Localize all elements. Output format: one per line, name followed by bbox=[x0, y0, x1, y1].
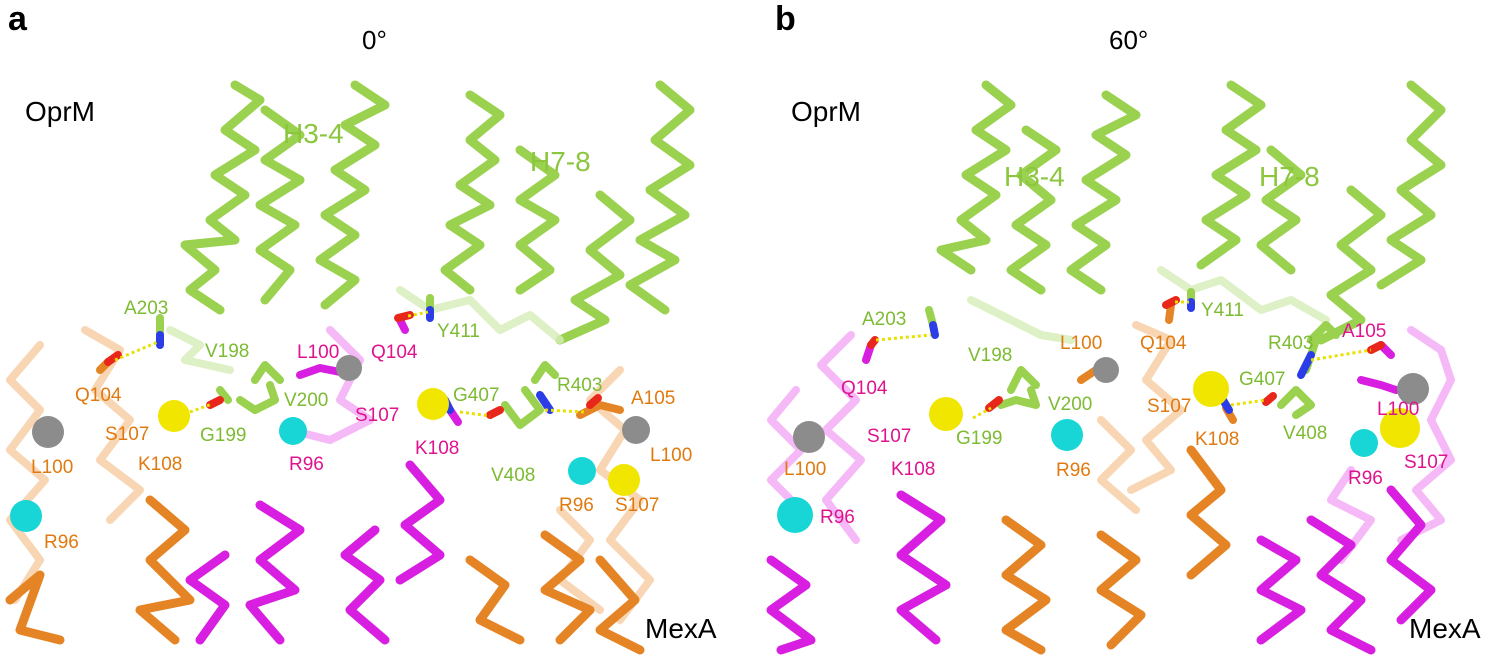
helix-label-h3-4: H3-4 bbox=[1004, 161, 1065, 192]
residue-label: L100 bbox=[297, 342, 340, 363]
residue-label: R96 bbox=[289, 454, 324, 475]
residue-label: R403 bbox=[557, 375, 603, 396]
residue-label: Q104 bbox=[75, 385, 122, 406]
residue-label: L100 bbox=[1377, 399, 1420, 420]
panel-letter: b bbox=[775, 0, 796, 38]
oprm-helix-h3-4 bbox=[936, 80, 1016, 275]
residue-label: R96 bbox=[1056, 460, 1091, 481]
mexa-label: MexA bbox=[1409, 613, 1481, 644]
rotation-angle: 0° bbox=[362, 25, 387, 55]
structure-a bbox=[5, 80, 695, 655]
mexa-backbone-orange bbox=[1001, 515, 1051, 655]
helix-label-h7-8: H7-8 bbox=[530, 146, 591, 177]
ions-a bbox=[10, 355, 650, 532]
hbond-lines-a bbox=[114, 310, 586, 418]
residue-label: L100 bbox=[784, 459, 827, 480]
residue-label: S107 bbox=[867, 426, 912, 447]
residue-label: V200 bbox=[284, 390, 329, 411]
oprm-helix-h3-4 bbox=[180, 80, 265, 315]
residue-label: Y411 bbox=[1201, 300, 1244, 321]
structure-b bbox=[766, 80, 1455, 655]
hbond-lines-b bbox=[875, 300, 1372, 420]
residue-label: L100 bbox=[650, 445, 693, 466]
residue-label: Q104 bbox=[841, 378, 888, 399]
residue-label: G199 bbox=[200, 425, 247, 446]
residue-label: K108 bbox=[891, 459, 936, 480]
residue-label: V198 bbox=[968, 345, 1013, 366]
residue-label: A203 bbox=[862, 309, 907, 330]
mexa-backbone-magenta bbox=[245, 500, 305, 645]
helix-label-h7-8: H7-8 bbox=[1259, 161, 1320, 192]
ions-b bbox=[777, 357, 1429, 533]
residue-label: A105 bbox=[1342, 321, 1387, 342]
mexa-label: MexA bbox=[645, 613, 717, 644]
residue-label: R403 bbox=[1268, 333, 1314, 354]
mexa-backbone-magenta bbox=[766, 555, 816, 655]
panel-letter: a bbox=[8, 0, 27, 38]
residue-label: A105 bbox=[631, 388, 676, 409]
oprm-label: OprM bbox=[791, 96, 861, 127]
residue-label: R96 bbox=[1348, 468, 1383, 489]
residue-label: A203 bbox=[124, 298, 169, 319]
residue-label: L100 bbox=[1060, 333, 1103, 354]
residue-label: R96 bbox=[559, 495, 594, 516]
residue-label: V408 bbox=[1283, 423, 1328, 444]
residue-label: V200 bbox=[1048, 394, 1093, 415]
residue-label: V198 bbox=[205, 341, 250, 362]
residue-label: G407 bbox=[1239, 369, 1286, 390]
mexa-backbone-faint bbox=[817, 331, 865, 544]
residue-label: R96 bbox=[44, 532, 79, 553]
residue-label: L100 bbox=[31, 457, 74, 478]
residue-label: S107 bbox=[615, 495, 660, 516]
residue-label: Q104 bbox=[371, 342, 418, 363]
panel-b: b 60° OprM MexA H3-4 H7-8 Y411 A203 L100… bbox=[751, 0, 1501, 660]
helix-label-h3-4: H3-4 bbox=[283, 118, 344, 149]
rotation-angle: 60° bbox=[1109, 25, 1149, 55]
oprm-helix-h7-8 bbox=[1196, 80, 1266, 270]
residue-label: S107 bbox=[1147, 396, 1192, 417]
mexa-backbone-faint bbox=[6, 341, 49, 604]
residue-label: V408 bbox=[491, 465, 536, 486]
mexa-backbone-orange bbox=[5, 570, 65, 645]
residue-label: K108 bbox=[1195, 429, 1240, 450]
oprm-label: OprM bbox=[25, 96, 95, 127]
residue-label: Y411 bbox=[437, 321, 480, 342]
residue-label: Q104 bbox=[1140, 333, 1187, 354]
residue-label: S107 bbox=[1404, 452, 1449, 473]
residue-label: K108 bbox=[415, 438, 460, 459]
residue-label: R96 bbox=[820, 507, 855, 528]
oprm-helix-h7-8 bbox=[440, 90, 505, 295]
panel-a: a 0° OprM MexA H3-4 H7-8 A203 V198 L100 … bbox=[0, 0, 750, 660]
residue-label: G199 bbox=[956, 428, 1003, 449]
residue-label: K108 bbox=[138, 454, 183, 475]
residue-label: S107 bbox=[355, 405, 400, 426]
residue-label: S107 bbox=[105, 424, 150, 445]
residue-label: G407 bbox=[453, 385, 500, 406]
